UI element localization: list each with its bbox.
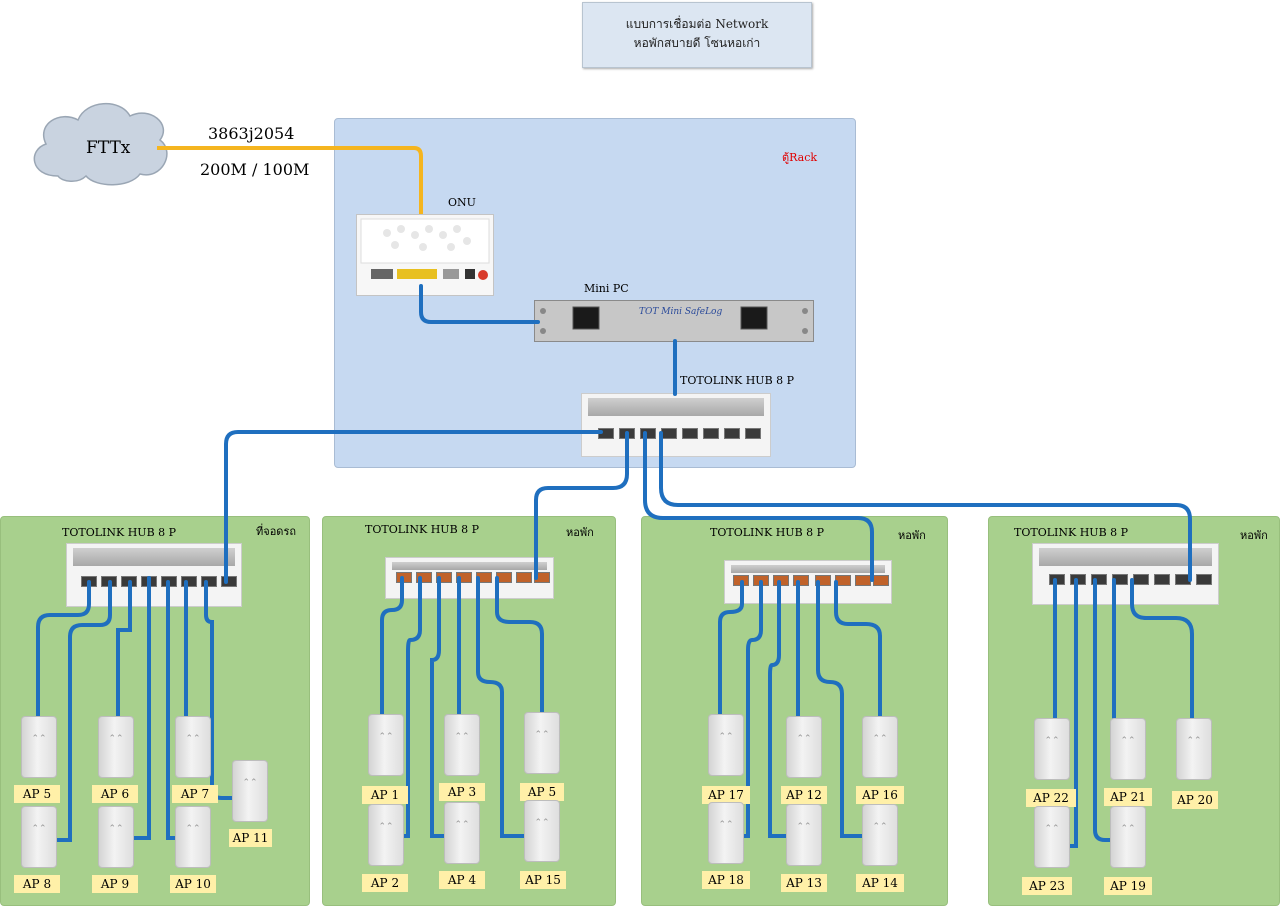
- mini-pc-device: TOT Mini SafeLog: [534, 300, 814, 342]
- ap-label: AP 10: [170, 875, 216, 893]
- access-point-icon: ⌃⌃: [1110, 806, 1146, 868]
- title-line2: หอพักสบายดี โซนหอเก่า: [633, 36, 761, 50]
- access-point-icon: ⌃⌃: [1110, 718, 1146, 780]
- rack-label: ตู้Rack: [782, 151, 818, 164]
- access-point-icon: ⌃⌃: [524, 800, 560, 862]
- rack-hub-label: TOTOLINK HUB 8 P: [680, 374, 795, 387]
- cloud-label: FTTx: [86, 138, 131, 158]
- circuit-id: 3863j2054: [208, 124, 295, 143]
- ap-label: AP 2: [362, 874, 408, 892]
- ap-label: AP 1: [362, 786, 408, 804]
- access-point-icon: ⌃⌃: [708, 714, 744, 776]
- group-4-hub: [1032, 543, 1219, 605]
- access-point-icon: ⌃⌃: [862, 716, 898, 778]
- ap-label: AP 17: [702, 786, 750, 804]
- ap-label: AP 19: [1104, 877, 1152, 895]
- ap-label: AP 5: [520, 783, 564, 801]
- access-point-icon: ⌃⌃: [368, 714, 404, 776]
- minipc-label: Mini PC: [584, 282, 629, 295]
- switch-icon: [1039, 548, 1212, 566]
- group-2-hub-label: TOTOLINK HUB 8 P: [365, 523, 480, 536]
- ap-label: AP 22: [1026, 789, 1076, 807]
- group-4-hub-label: TOTOLINK HUB 8 P: [1014, 526, 1129, 539]
- group-4-location: หอพัก: [1240, 529, 1268, 542]
- access-point-icon: ⌃⌃: [98, 716, 134, 778]
- ap-label: AP 18: [702, 871, 750, 889]
- mini-pc-brand: TOT Mini SafeLog: [639, 307, 723, 317]
- ap-label: AP 6: [92, 785, 138, 803]
- switch-icon: [588, 398, 764, 416]
- ap-label: AP 5: [14, 785, 60, 803]
- title-box: แบบการเชื่อมต่อ Network หอพักสบายดี โซนห…: [582, 2, 812, 68]
- access-point-icon: ⌃⌃: [786, 716, 822, 778]
- ap-label: AP 9: [92, 875, 138, 893]
- access-point-icon: ⌃⌃: [232, 760, 268, 822]
- access-point-icon: ⌃⌃: [1176, 718, 1212, 780]
- group-3-hub-label: TOTOLINK HUB 8 P: [710, 526, 825, 539]
- rack-hub: [581, 393, 771, 457]
- access-point-icon: ⌃⌃: [21, 806, 57, 868]
- access-point-icon: ⌃⌃: [368, 804, 404, 866]
- access-point-icon: ⌃⌃: [175, 806, 211, 868]
- access-point-icon: ⌃⌃: [444, 714, 480, 776]
- ap-label: AP 23: [1022, 877, 1072, 895]
- access-point-icon: ⌃⌃: [1034, 718, 1070, 780]
- ap-label: AP 15: [520, 871, 566, 889]
- speed-label: 200M / 100M: [200, 160, 310, 179]
- access-point-icon: ⌃⌃: [444, 802, 480, 864]
- ap-label: AP 3: [439, 783, 485, 801]
- title-line1: แบบการเชื่อมต่อ Network: [625, 17, 769, 31]
- access-point-icon: ⌃⌃: [862, 804, 898, 866]
- access-point-icon: ⌃⌃: [786, 804, 822, 866]
- switch-icon: [731, 565, 885, 573]
- group-3-hub: [724, 560, 892, 604]
- access-point-icon: ⌃⌃: [21, 716, 57, 778]
- group-2-location: หอพัก: [566, 526, 594, 539]
- switch-icon: [392, 562, 547, 570]
- ap-label: AP 20: [1172, 791, 1218, 809]
- group-1-hub: [66, 543, 242, 607]
- access-point-icon: ⌃⌃: [175, 716, 211, 778]
- access-point-icon: ⌃⌃: [98, 806, 134, 868]
- ap-label: AP 12: [781, 786, 827, 804]
- ap-label: AP 7: [172, 785, 218, 803]
- switch-icon: [73, 548, 235, 566]
- onu-label: ONU: [448, 196, 476, 209]
- group-3-location: หอพัก: [898, 529, 926, 542]
- access-point-icon: ⌃⌃: [1034, 806, 1070, 868]
- ap-label: AP 4: [439, 871, 485, 889]
- ap-label: AP 13: [781, 874, 827, 892]
- ap-label: AP 11: [229, 829, 272, 847]
- group-1-location: ที่จอดรถ: [256, 525, 297, 538]
- ap-label: AP 21: [1104, 788, 1152, 806]
- ap-label: AP 16: [856, 786, 904, 804]
- access-point-icon: ⌃⌃: [708, 802, 744, 864]
- router-icon: [360, 218, 490, 280]
- server-icon: [535, 301, 813, 341]
- access-point-icon: ⌃⌃: [524, 712, 560, 774]
- group-2-hub: [385, 557, 554, 599]
- onu-device: [356, 214, 494, 296]
- group-1-hub-label: TOTOLINK HUB 8 P: [62, 526, 177, 539]
- ap-label: AP 14: [856, 874, 904, 892]
- ap-label: AP 8: [14, 875, 60, 893]
